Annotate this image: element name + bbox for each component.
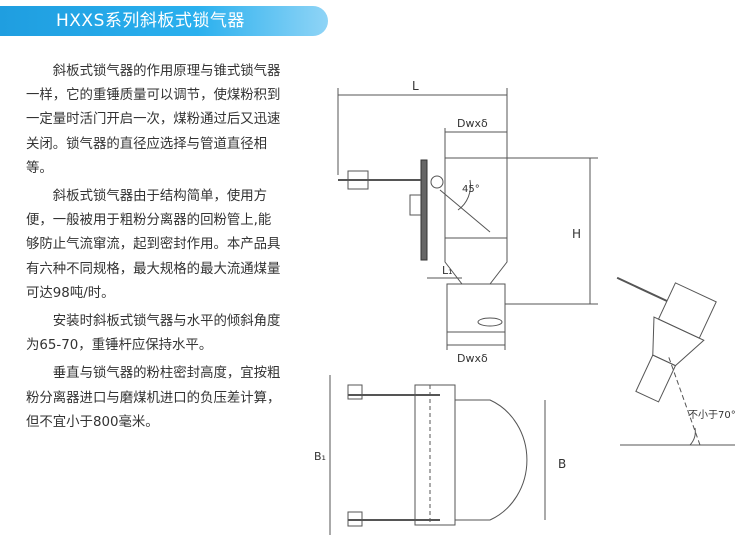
label-B1: B₁ <box>314 450 326 463</box>
label-B: B <box>558 457 566 471</box>
label-L: L <box>412 79 419 93</box>
pivot-circle <box>430 175 444 189</box>
technical-drawing: L Dwxδ 45° H L₁ Dwxδ B₁ B 不小于70° <box>314 79 736 535</box>
tilt-angle-arc <box>689 427 696 446</box>
paragraph-installation: 安装时斜板式锁气器与水平的倾斜角度为65-70，重锤杆应保持水平。 <box>26 314 281 354</box>
side-weight-top <box>347 384 363 400</box>
cone-body <box>444 238 508 285</box>
page-title: HXXS系列斜板式锁气器 <box>0 6 328 36</box>
label-min-angle: 不小于70° <box>688 409 736 421</box>
counterweight <box>347 170 369 190</box>
paragraph-usage: 斜板式锁气器由于结构简单，使用方便，一般被用于粗粉分离器的回粉管上,能够防止气流… <box>26 189 281 301</box>
side-weight-bottom <box>347 511 363 527</box>
upper-cylinder <box>444 157 508 239</box>
handle <box>409 194 421 216</box>
side-flange <box>420 159 428 261</box>
label-angle: 45° <box>462 184 480 195</box>
lower-outlet <box>446 283 506 333</box>
description-text: 斜板式锁气器的作用原理与锥式锁气器一样，它的重锤质量可以调节，使煤粉积到一定量时… <box>26 60 284 439</box>
paragraph-principle: 斜板式锁气器的作用原理与锥式锁气器一样，它的重锤质量可以调节，使煤粉积到一定量时… <box>26 64 281 176</box>
label-dwx-bottom: Dwxδ <box>457 352 488 365</box>
label-H: H <box>572 227 581 241</box>
installation-view <box>616 276 717 403</box>
angle-arc <box>457 179 471 211</box>
side-view-hood <box>455 399 528 521</box>
inner-flap <box>439 189 491 233</box>
label-dwx-top: Dwxδ <box>457 117 488 130</box>
side-view-body <box>414 384 456 526</box>
outlet-ellipse <box>477 317 503 327</box>
label-L1: L₁ <box>442 264 453 277</box>
paragraph-seal-height: 垂直与锁气器的粉柱密封高度，宜按粗粉分离器进口与磨煤机进口的负压差计算，但不宜小… <box>26 366 281 430</box>
